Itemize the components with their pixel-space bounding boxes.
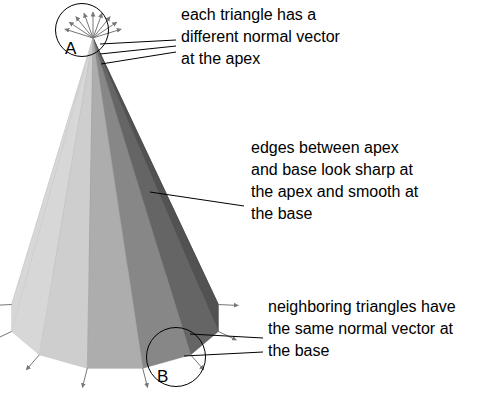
normal-arrow: [218, 304, 238, 306]
normal-arrow: [84, 13, 93, 38]
normal-arrow: [69, 22, 93, 38]
normal-arrow: [143, 368, 148, 387]
annotation-text: edges between apex and base look sharp a…: [251, 137, 426, 225]
normal-arrow: [82, 368, 87, 387]
cone-faces: [12, 38, 219, 368]
zoom-circle: B: [146, 327, 206, 387]
cone-face: [87, 38, 142, 368]
zoom-circle: A: [55, 3, 109, 57]
normal-arrow: [0, 304, 12, 306]
normal-arrow: [26, 355, 39, 370]
normal-arrow: [93, 22, 117, 38]
cone-face: [39, 38, 93, 368]
circle-letter: B: [157, 368, 168, 385]
normal-arrow: [93, 29, 121, 38]
normal-arrow: [93, 13, 102, 38]
annotation-text: neighboring triangles have the same norm…: [268, 296, 468, 362]
normal-arrow: [76, 17, 93, 38]
normal-arrow: [93, 12, 94, 38]
normal-arrow: [0, 331, 12, 340]
normal-arrow: [191, 355, 204, 370]
circle-letter: A: [65, 40, 76, 57]
leader-lines: [100, 40, 263, 356]
annotation-text: each triangle has a different normal vec…: [181, 4, 341, 70]
